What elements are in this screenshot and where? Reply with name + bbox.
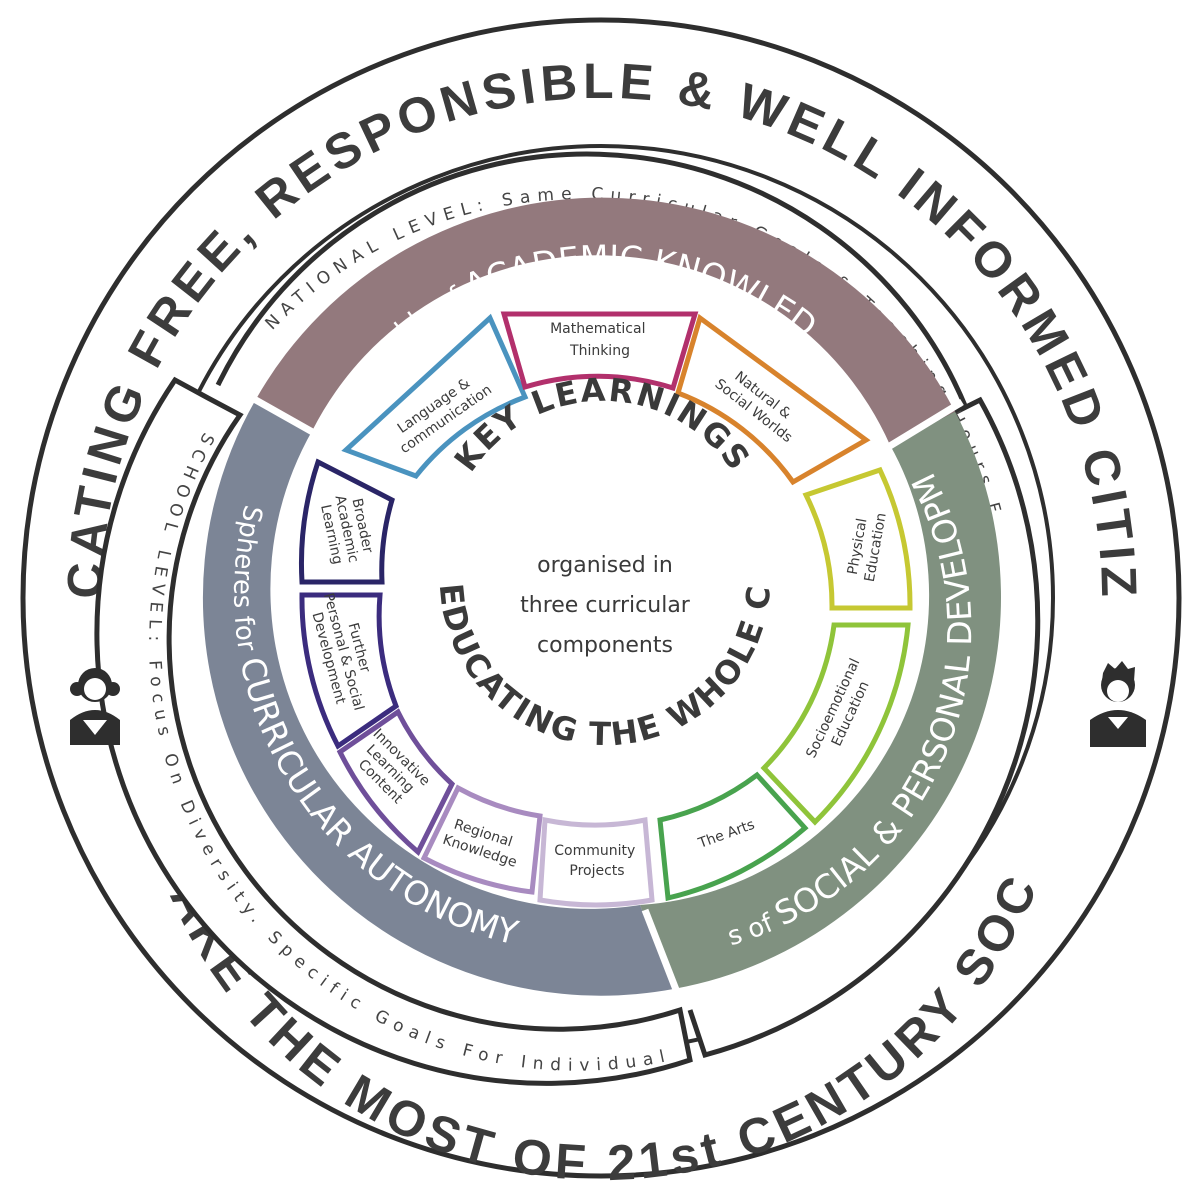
center-line-3: components: [537, 633, 673, 658]
outer-ring-border: [20, 17, 1182, 1179]
subject-box-broader: Broader Academic Learning: [299, 458, 395, 585]
subject-box-arts: The Arts: [657, 771, 809, 902]
boy-student-icon: [1090, 661, 1146, 747]
subject-box-natural: Natural & Social Worlds: [674, 313, 871, 486]
curricular-autonomy-band: [202, 398, 675, 996]
center-line-2: three curricular: [520, 593, 691, 618]
svg-text:Mathematical Thinking: Mathematical Thinking: [550, 321, 650, 359]
svg-text:Community Projects: Community Projects: [554, 843, 639, 879]
academic-knowledge-band: [256, 197, 956, 445]
subject-box-community: Community Projects: [537, 816, 655, 908]
subject-box-socioemotional: Socioemotional Education: [760, 622, 911, 826]
subject-box-physical: Physical Education: [802, 466, 913, 611]
inner-disc: [296, 293, 906, 903]
center-line-1: organised in: [537, 553, 673, 578]
subject-box-further: Further Personal & Social Development: [299, 591, 400, 750]
component-bands: [202, 197, 1001, 1007]
girl-student-icon: [70, 668, 120, 745]
subject-box-math: Mathematical Thinking: [500, 311, 699, 392]
subject-box-regional: Regional Knowledge: [420, 784, 543, 895]
social-development-band: [640, 411, 1001, 989]
